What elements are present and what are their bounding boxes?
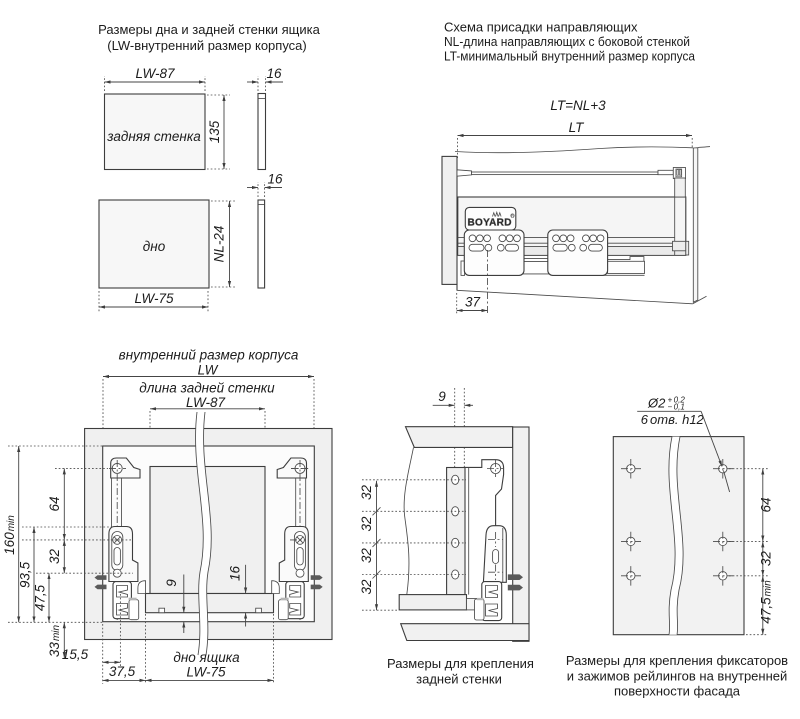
svg-text:47,5min: 47,5min (759, 580, 774, 624)
svg-text:32: 32 (359, 485, 374, 501)
svg-text:и зажимов рейлингов на внутрен: и зажимов рейлингов на внутренней (567, 669, 788, 684)
svg-text:LT: LT (569, 120, 586, 135)
svg-text:64: 64 (47, 496, 62, 511)
svg-text:Схема присадки направляющих: Схема присадки направляющих (444, 20, 638, 35)
svg-text:37: 37 (465, 295, 481, 310)
svg-text:LW: LW (198, 363, 219, 378)
svg-text:LW-75: LW-75 (186, 665, 226, 680)
svg-text:16: 16 (267, 172, 283, 187)
svg-text:внутренний размер корпуса: внутренний размер корпуса (119, 348, 299, 363)
svg-text:32: 32 (47, 549, 62, 565)
svg-text:37,5: 37,5 (109, 664, 136, 679)
svg-text:LW-87: LW-87 (186, 395, 226, 410)
svg-text:задней стенки: задней стенки (416, 672, 502, 687)
svg-text:47,5: 47,5 (33, 584, 48, 611)
svg-text:NL-длина направляющих с боково: NL-длина направляющих с боковой стенкой (444, 34, 690, 49)
svg-text:9: 9 (164, 579, 179, 587)
svg-text:Размеры для крепления фиксатор: Размеры для крепления фиксаторов (566, 653, 788, 668)
svg-text:(LW-внутренний размер корпуса): (LW-внутренний размер корпуса) (107, 38, 306, 53)
svg-text:32: 32 (359, 548, 374, 564)
svg-text:Размеры для крепления: Размеры для крепления (387, 656, 534, 671)
svg-text:LW-75: LW-75 (134, 291, 174, 306)
svg-text:Ø2: Ø2 (647, 396, 666, 411)
svg-text:NL-24: NL-24 (212, 226, 227, 263)
svg-text:Размеры дна и задней стенки ящ: Размеры дна и задней стенки ящика (98, 22, 320, 37)
svg-text:16: 16 (228, 566, 243, 582)
svg-text:32: 32 (359, 579, 374, 595)
svg-text:160min: 160min (2, 515, 17, 555)
svg-text:+0,2: +0,2 (668, 396, 686, 405)
svg-text:15,5: 15,5 (62, 647, 89, 662)
svg-text:LT-минимальный внутренний разм: LT-минимальный внутренний размер корпуса (444, 49, 696, 64)
svg-text:задняя стенка: задняя стенка (106, 129, 201, 144)
svg-text:R: R (511, 213, 515, 218)
svg-text:дно ящика: дно ящика (173, 650, 240, 665)
svg-text:длина задней стенки: длина задней стенки (139, 381, 275, 396)
svg-text:32: 32 (759, 551, 774, 567)
svg-text:BOYARD: BOYARD (468, 218, 512, 229)
svg-text:LW-87: LW-87 (135, 66, 175, 81)
svg-text:32: 32 (359, 516, 374, 532)
svg-text:33min: 33min (47, 624, 62, 657)
svg-text:поверхности фасада: поверхности фасада (614, 684, 741, 699)
svg-text:9: 9 (438, 389, 446, 404)
svg-text:дно: дно (143, 239, 166, 254)
svg-text:135: 135 (207, 120, 222, 143)
svg-text:LT=NL+3: LT=NL+3 (550, 98, 606, 113)
svg-text:93,5: 93,5 (18, 561, 33, 588)
svg-text:64: 64 (759, 497, 774, 512)
svg-text:16: 16 (266, 66, 282, 81)
svg-text:−0,1: −0,1 (668, 403, 685, 412)
